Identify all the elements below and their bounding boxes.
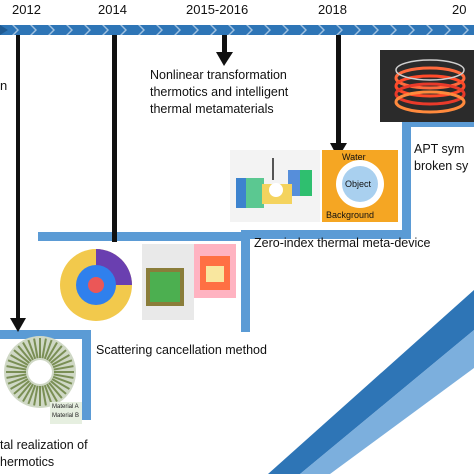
ring-spoke xyxy=(46,383,58,402)
ring-spoke xyxy=(22,342,34,361)
ring-spoke xyxy=(17,382,32,399)
arrow-2015-2016 xyxy=(216,35,233,66)
timeline-band xyxy=(0,25,474,35)
ring-spoke xyxy=(52,359,73,369)
timeline-chevron xyxy=(30,25,37,35)
ring-spoke xyxy=(51,354,70,366)
timeline-chevron xyxy=(318,25,325,35)
timeline-chevron xyxy=(84,25,91,35)
label-material-a: Material A xyxy=(52,404,79,410)
caption-scattering: Scattering cancellation method xyxy=(96,343,267,357)
zero-index-figure xyxy=(230,150,398,222)
ring-spoke xyxy=(7,359,28,369)
timeline-chevron xyxy=(264,25,271,35)
timeline-chevron xyxy=(336,25,343,35)
label-background: Background xyxy=(326,210,375,220)
timeline-chevron xyxy=(246,25,253,35)
timeline-chevron xyxy=(156,25,163,35)
timeline-chevron xyxy=(138,25,145,35)
ring-spoke xyxy=(48,345,63,362)
ring-spoke xyxy=(33,385,39,406)
ring-spoke xyxy=(7,375,28,385)
timeline-chevron xyxy=(462,25,469,35)
timeline-chevron xyxy=(120,25,127,35)
ring-spoke xyxy=(48,382,63,399)
year-2012: 2012 xyxy=(12,2,41,17)
caption-nonlinear-line1: Nonlinear transformation xyxy=(150,68,287,82)
label-water: Water xyxy=(342,152,366,162)
arrow-2012 xyxy=(10,35,26,332)
timeline-chevron xyxy=(300,25,307,35)
experimental-figure xyxy=(4,336,82,424)
year-20-partial: 20 xyxy=(452,2,467,17)
ring-spoke xyxy=(41,338,47,359)
year-2014: 2014 xyxy=(98,2,127,17)
ring-spoke xyxy=(52,375,73,385)
arrow-2014 xyxy=(106,35,123,262)
year-2015-2016: 2015-2016 xyxy=(186,2,249,17)
ring-spoke xyxy=(6,373,27,379)
ring-spoke xyxy=(27,339,37,360)
ring-spoke xyxy=(50,380,67,395)
timeline-chevron xyxy=(210,25,217,35)
ring-spoke xyxy=(33,338,39,359)
timeline-chevron xyxy=(66,25,73,35)
ring-spoke xyxy=(27,384,37,405)
ring-spoke xyxy=(13,349,30,364)
ring-spoke xyxy=(10,354,29,366)
ring-spoke xyxy=(17,345,32,362)
timeline-chevron xyxy=(48,25,55,35)
timeline-chevron xyxy=(12,25,19,35)
label-object: Object xyxy=(345,179,372,189)
timeline-chevron xyxy=(102,25,109,35)
caption-zero-index: Zero-index thermal meta-device xyxy=(254,236,431,250)
caption-experimental-line2: hermotics xyxy=(0,455,55,469)
ring-spoke xyxy=(6,365,27,371)
ring-spoke xyxy=(46,342,58,361)
caption-apt-line2: broken sy xyxy=(414,159,469,173)
timeline-chevron xyxy=(372,25,379,35)
apt-figure xyxy=(380,50,474,122)
ring-spoke xyxy=(43,384,53,405)
timeline-chevron xyxy=(192,25,199,35)
caption-nonlinear-line3: thermal metamaterials xyxy=(150,102,274,116)
timeline-chevron xyxy=(390,25,397,35)
timeline-chevron xyxy=(228,25,235,35)
ring-spoke xyxy=(51,378,70,390)
timeline-chevron xyxy=(426,25,433,35)
label-material-b: Material B xyxy=(52,413,80,419)
ring-spoke xyxy=(50,349,67,364)
timeline-chevron xyxy=(282,25,289,35)
caption-nonlinear-line2: thermotics and intelligent xyxy=(150,85,289,99)
timeline-chevron xyxy=(408,25,415,35)
ring-spoke xyxy=(13,380,30,395)
timeline-chevron xyxy=(174,25,181,35)
partial-left-text: n xyxy=(0,78,8,93)
ring-spoke xyxy=(10,378,29,390)
ring-spoke xyxy=(53,365,74,371)
ring-spoke xyxy=(43,339,53,360)
timeline-chevron xyxy=(354,25,361,35)
year-2018: 2018 xyxy=(318,2,347,17)
staircase xyxy=(0,118,474,420)
arrow-2018 xyxy=(330,35,347,158)
caption-experimental-line1: tal realization of xyxy=(0,438,88,452)
ring-spoke xyxy=(22,383,34,402)
caption-apt-line1: APT sym xyxy=(414,142,465,156)
ring-spoke xyxy=(41,385,47,406)
growth-arrow xyxy=(268,290,474,474)
ring-spoke xyxy=(53,373,74,379)
timeline-chevron xyxy=(444,25,451,35)
scattering-figure xyxy=(48,242,236,324)
